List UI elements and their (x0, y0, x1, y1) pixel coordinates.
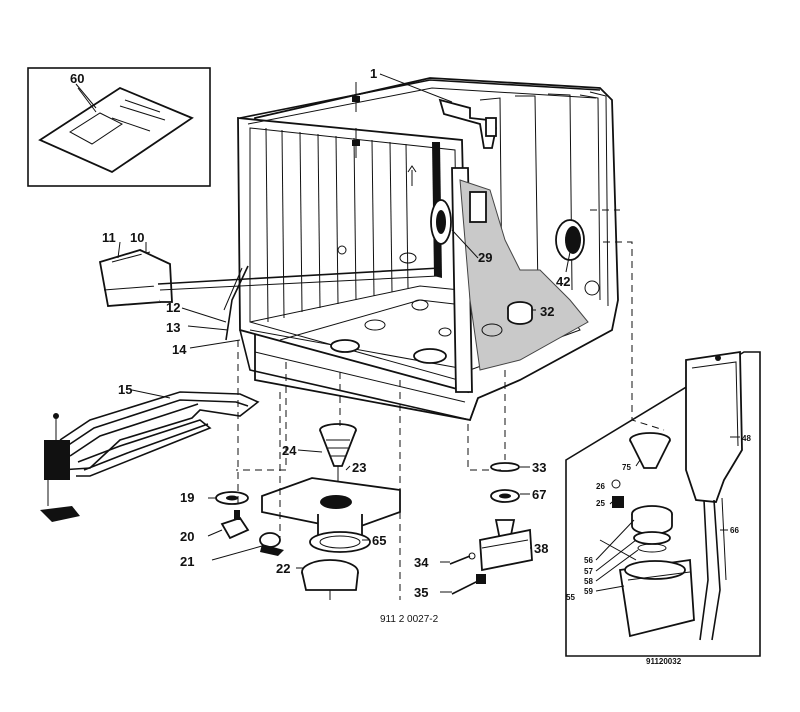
label-25: 25 (596, 499, 605, 508)
label-33: 33 (532, 460, 546, 475)
label-48: 48 (742, 434, 751, 443)
label-13: 13 (166, 320, 180, 335)
heating-element (40, 391, 260, 522)
label-20: 20 (180, 529, 194, 544)
label-1: 1 (370, 66, 377, 81)
leader-lines (75, 73, 740, 593)
label-34: 34 (414, 555, 429, 570)
label-10: 10 (130, 230, 144, 245)
label-12: 12 (166, 300, 180, 315)
label-56: 56 (584, 556, 593, 565)
label-57: 57 (584, 567, 593, 576)
label-15: 15 (118, 382, 132, 397)
label-19: 19 (180, 490, 194, 505)
part-labels: 60 1 11 10 12 13 14 29 42 32 15 24 23 19… (70, 66, 751, 602)
label-32: 32 (540, 304, 554, 319)
label-38: 38 (534, 541, 548, 556)
alignment-lines (236, 209, 665, 600)
label-59: 59 (584, 587, 593, 596)
label-14: 14 (172, 342, 187, 357)
gasket-parts (98, 249, 441, 341)
drawing-code-main: 911 2 0027-2 (380, 614, 439, 625)
label-11: 11 (102, 230, 116, 245)
dispenser-inset (565, 350, 761, 657)
label-67: 67 (532, 487, 546, 502)
label-55: 55 (566, 593, 575, 602)
label-26: 26 (596, 482, 605, 491)
label-23: 23 (352, 460, 366, 475)
label-35: 35 (414, 585, 428, 600)
label-42: 42 (556, 274, 570, 289)
label-24: 24 (282, 443, 297, 458)
label-75: 75 (622, 463, 631, 472)
manual-inset (27, 67, 211, 187)
label-29: 29 (478, 250, 492, 265)
label-58: 58 (584, 577, 593, 586)
drawing-code-inset: 91120032 (646, 657, 682, 666)
tub-cabinet (237, 77, 619, 422)
label-21: 21 (180, 554, 194, 569)
label-66: 66 (730, 526, 739, 535)
label-22: 22 (276, 561, 290, 576)
valve-parts (449, 462, 533, 595)
label-60: 60 (70, 71, 84, 86)
label-65: 65 (372, 533, 386, 548)
